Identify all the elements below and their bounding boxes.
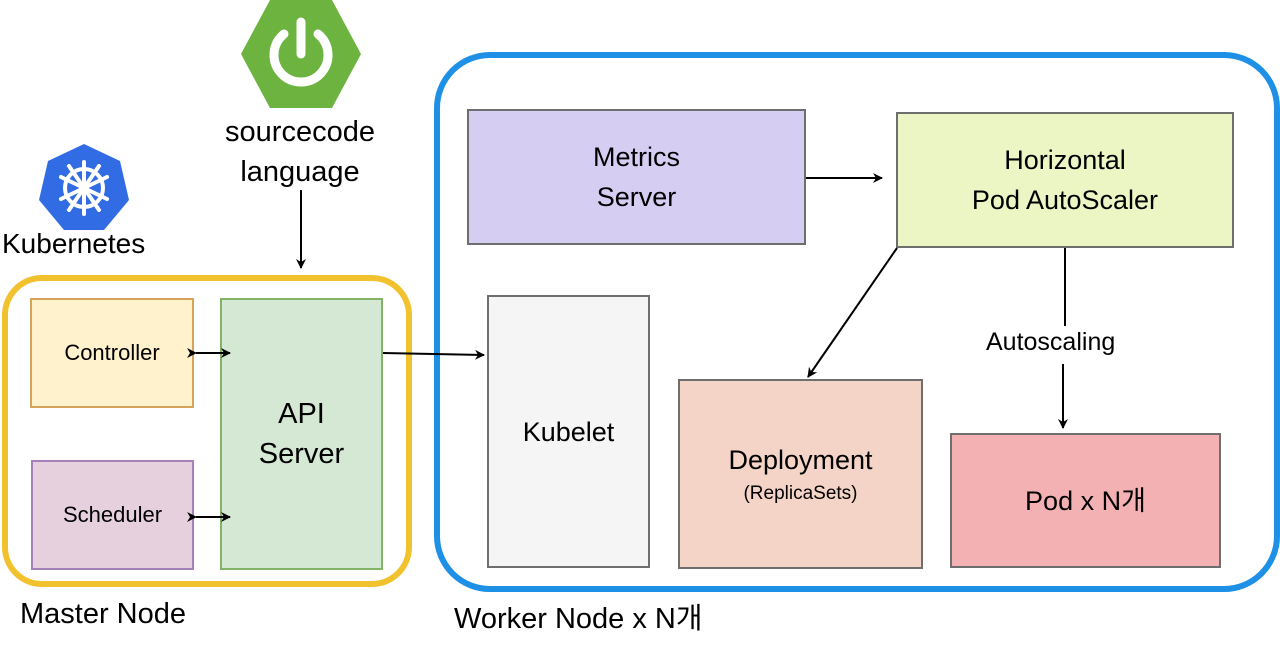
kubelet-label: Kubelet [522, 416, 615, 447]
arrow-api-to-kubelet [382, 349, 485, 360]
pod-label: Pod x N개 [1025, 485, 1146, 516]
worker-node-container [434, 52, 1280, 592]
pod-box[interactable]: Pod x N개 [950, 433, 1221, 568]
autoscaling-label: Autoscaling [984, 328, 1118, 357]
metrics-server-line2: Server [596, 182, 677, 212]
power-icon [241, 0, 361, 108]
arrow-hpa-to-deployment [807, 247, 898, 378]
master-node-container [2, 275, 412, 587]
deployment-box[interactable]: Deployment (ReplicaSets) [678, 379, 923, 569]
deployment-sublabel: (ReplicaSets) [743, 483, 858, 504]
api-server-line1: API [278, 398, 325, 430]
hpa-line1: Horizontal [1004, 145, 1126, 175]
kubernetes-logo [36, 140, 132, 232]
hpa-line2: Pod AutoScaler [971, 185, 1159, 215]
scheduler-label: Scheduler [62, 502, 163, 527]
kubernetes-label: Kubernetes [2, 228, 146, 259]
deployment-label: Deployment [728, 445, 873, 475]
metrics-server-line1: Metrics [593, 142, 680, 172]
api-server-box[interactable]: API Server [220, 298, 383, 570]
kubelet-box[interactable]: Kubelet [487, 295, 650, 568]
worker-node-label: Worker Node x N개 [454, 603, 703, 635]
scheduler-box[interactable]: Scheduler [31, 460, 194, 570]
metrics-server-box[interactable]: Metrics Server [467, 109, 806, 245]
spring-logo [240, 0, 362, 108]
kubernetes-icon [39, 144, 129, 230]
spring-label-line2: language [240, 156, 360, 188]
spring-label: sourcecode language [200, 112, 400, 192]
hpa-box[interactable]: Horizontal Pod AutoScaler [896, 112, 1234, 248]
spring-label-line1: sourcecode [225, 116, 375, 148]
api-server-line2: Server [258, 438, 345, 470]
controller-label: Controller [64, 340, 160, 365]
master-node-label: Master Node [20, 598, 187, 630]
